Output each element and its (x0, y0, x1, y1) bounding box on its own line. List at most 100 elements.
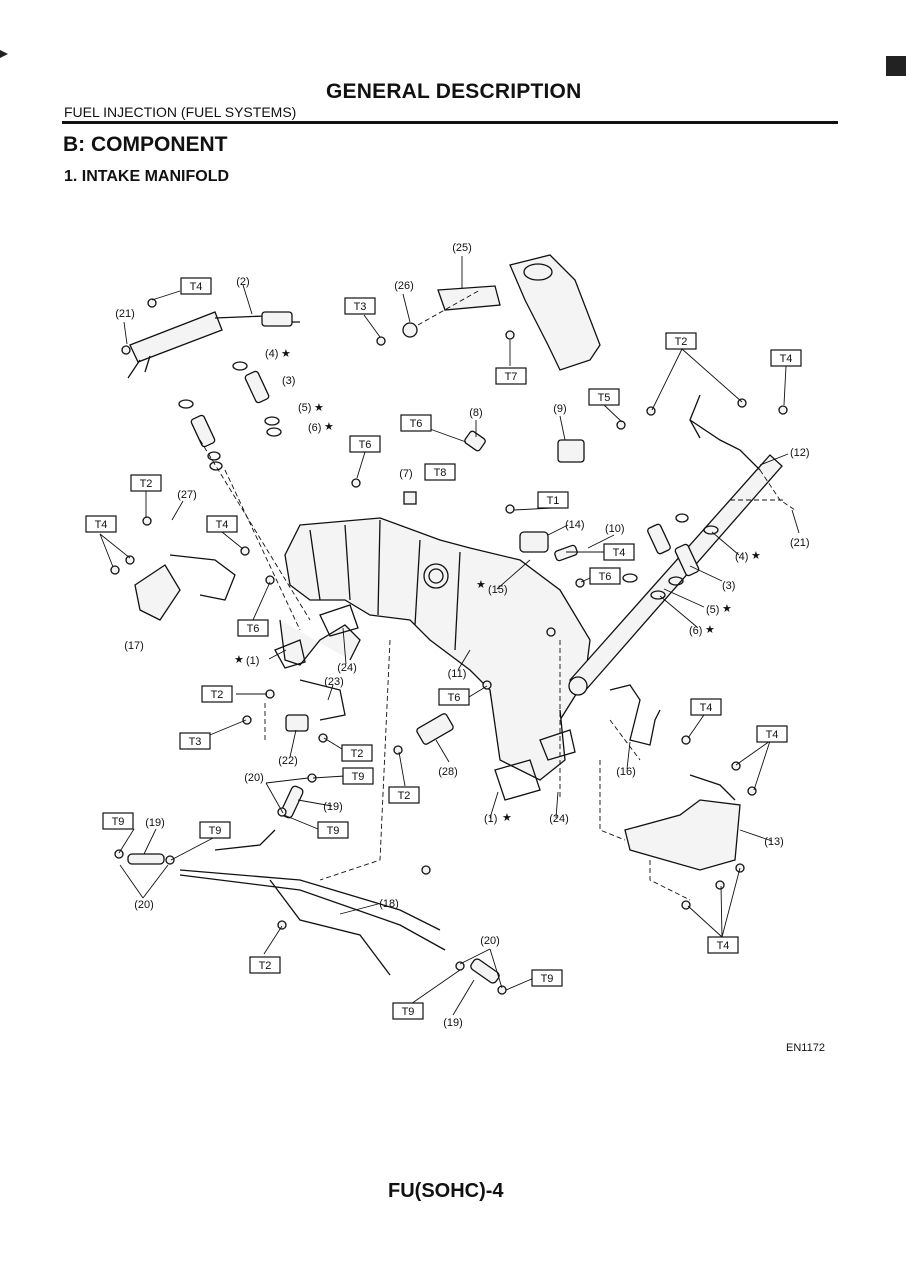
page-edge-mark (0, 50, 8, 58)
bracket-25 (437, 285, 501, 311)
torque-box-t5: T5 (588, 388, 620, 406)
star-4b: ★ (751, 550, 761, 562)
torque-label-text: T2 (398, 790, 411, 802)
callout-5: (5) (298, 402, 311, 414)
callout-27: (27) (177, 489, 197, 501)
gasket-left-upper (319, 604, 359, 637)
torque-box-t4: T4 (603, 543, 635, 561)
manifold-runners (309, 519, 461, 651)
torque-label-text: T3 (354, 301, 367, 313)
hose-19-mid (280, 785, 304, 819)
callout-3b: (3) (722, 580, 735, 592)
fuel-pipe-connector (261, 311, 293, 327)
callout-21b: (21) (790, 537, 810, 549)
callout-24: (24) (337, 662, 357, 674)
cover-17 (134, 564, 181, 621)
callout-14: (14) (565, 519, 585, 531)
torque-label-text: T9 (209, 825, 222, 837)
callout-6: (6) (308, 422, 321, 434)
cover-13 (624, 799, 741, 871)
torque-label-text: T9 (327, 825, 340, 837)
callout-22: (22) (278, 755, 298, 767)
callout-5b: (5) (706, 604, 719, 616)
torque-box-t4: T4 (690, 698, 722, 716)
callout-19: (19) (323, 801, 343, 813)
torque-label-text: T4 (700, 702, 713, 714)
callout-19b: (19) (145, 817, 165, 829)
torque-box-t4: T4 (756, 725, 788, 743)
callout-25: (25) (452, 242, 472, 254)
torque-label-text: T6 (410, 418, 423, 430)
torque-label-text: T4 (766, 729, 779, 741)
star-4: ★ (281, 348, 291, 360)
torque-label-text: T1 (547, 495, 560, 507)
torque-label-text: T5 (598, 392, 611, 404)
sensor-22 (285, 714, 309, 732)
torque-box-t6: T6 (438, 688, 470, 706)
star-1: ★ (234, 654, 244, 666)
torque-label-text: T2 (140, 478, 153, 490)
callout-20c: (20) (480, 935, 500, 947)
fuel-pipe-a (179, 869, 441, 931)
torque-label-text: T2 (259, 960, 272, 972)
torque-label-text: T9 (402, 1006, 415, 1018)
torque-box-t1: T1 (537, 491, 569, 509)
callout-9: (9) (553, 403, 566, 415)
bracket-23 (299, 679, 346, 721)
left-injectors (178, 361, 282, 471)
torque-box-t9: T9 (102, 812, 134, 830)
torque-label-text: T2 (351, 748, 364, 760)
star-5b: ★ (722, 603, 732, 615)
torque-label-text: T7 (505, 371, 518, 383)
part-28 (416, 713, 454, 745)
torque-box-t2: T2 (388, 786, 420, 804)
torque-box-t3: T3 (179, 732, 211, 750)
right-rail-fitting (568, 676, 588, 696)
hose-19-left (127, 853, 165, 865)
bracket-16 (609, 684, 661, 746)
manifold-left-branch (279, 619, 361, 666)
torque-box-t6: T6 (349, 435, 381, 453)
right-fuel-pipe (689, 419, 761, 471)
torque-box-t2: T2 (249, 956, 281, 974)
callout-20b: (20) (134, 899, 154, 911)
torque-label-text: T6 (448, 692, 461, 704)
callout-12: (12) (790, 447, 810, 459)
callout-4: (4) (265, 348, 278, 360)
gasket-left (274, 639, 306, 669)
heading-intake-manifold: 1. INTAKE MANIFOLD (64, 168, 230, 185)
torque-label-text: T9 (352, 771, 365, 783)
parts-artwork (110, 254, 796, 995)
figure-code: EN1172 (786, 1042, 825, 1054)
sensor-26 (402, 322, 418, 338)
heading-component: B: COMPONENT (63, 133, 228, 156)
callout-8: (8) (469, 407, 482, 419)
torque-box-t4: T4 (180, 277, 212, 295)
torque-box-t4: T4 (707, 936, 739, 954)
torque-box-t9: T9 (392, 1002, 424, 1020)
torque-box-t2: T2 (130, 474, 162, 492)
callout-26: (26) (394, 280, 414, 292)
callout-28: (28) (438, 766, 458, 778)
throttle-bore (423, 563, 449, 589)
torque-box-t6: T6 (400, 414, 432, 432)
sensor-8 (464, 430, 486, 452)
hose-19-lower (470, 958, 500, 984)
callout-10: (10) (605, 523, 625, 535)
torque-label-text: T4 (190, 281, 203, 293)
rail-hose-ends (127, 355, 151, 379)
torque-label-text: T4 (717, 940, 730, 952)
torque-box-t6: T6 (237, 619, 269, 637)
torque-labels: T4 T3 T7 T2 T4 T5 T6 T6 T8 T2 T1 T4 T4 T… (85, 277, 802, 1020)
air-intake-duct (509, 254, 601, 371)
leader-lines (99, 256, 800, 1016)
part-7 (403, 491, 417, 505)
torque-label-text: T9 (112, 816, 125, 828)
torque-label-text: T8 (434, 467, 447, 479)
callout-23: (23) (324, 676, 344, 688)
callout-numbers: (25) (2) (26) (21) (4) ★ (3) (5) ★ (6) ★… (115, 242, 809, 1029)
page-title: GENERAL DESCRIPTION (326, 80, 582, 103)
star-5: ★ (314, 402, 324, 414)
torque-label-text: T9 (541, 973, 554, 985)
